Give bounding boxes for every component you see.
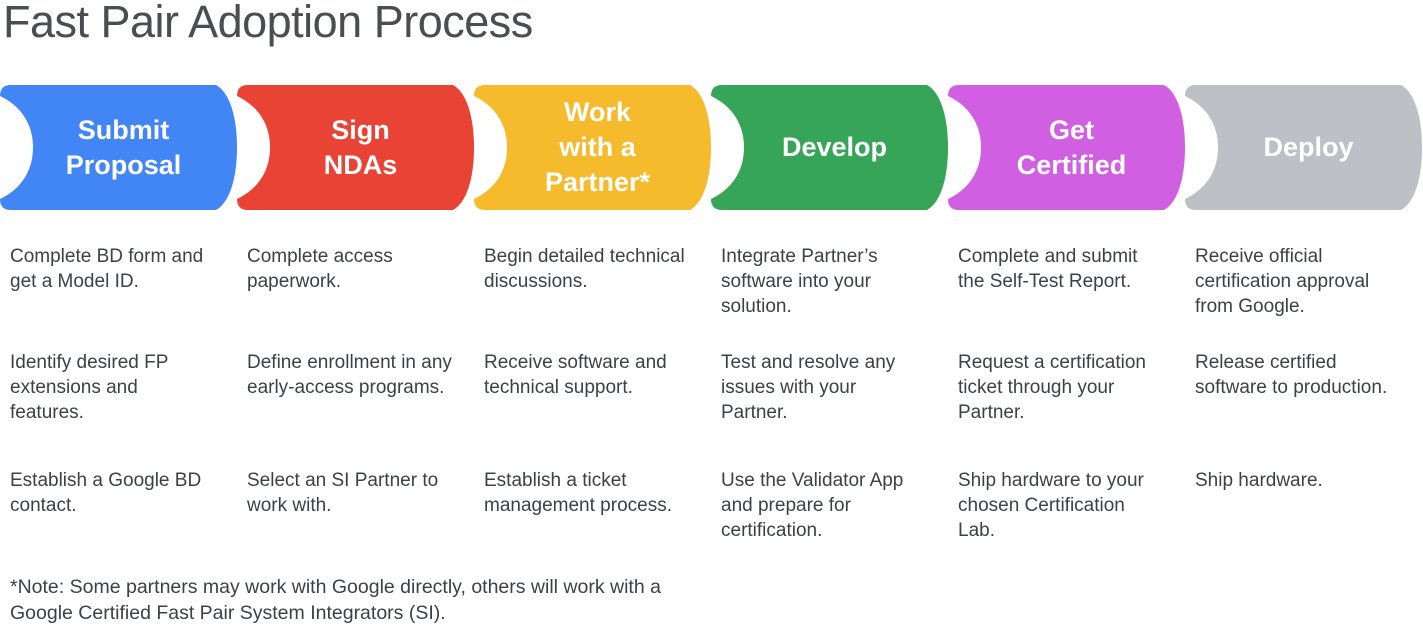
stage-descriptions-develop: Integrate Partner’s software into your s… (711, 244, 948, 543)
stage-item: Release certified software to production… (1195, 352, 1388, 398)
ribbon-fill (474, 85, 711, 210)
stage-item: Complete access paperwork. (247, 246, 393, 292)
stage-banner-develop: Develop (711, 85, 948, 210)
stage-item: Identify desired FP extensions and featu… (10, 352, 169, 423)
stage-item: Complete and submit the Self-Test Report… (958, 246, 1138, 292)
ribbon-shape (948, 85, 1185, 210)
stage-item: Establish a Google BD contact. (10, 470, 202, 516)
ribbon-shape (0, 85, 237, 210)
stage-banner-deploy: Deploy (1185, 85, 1422, 210)
stage-descriptions-submit-proposal: Complete BD form and get a Model ID. Ide… (0, 244, 237, 543)
stage-descriptions-get-certified: Complete and submit the Self-Test Report… (948, 244, 1185, 543)
stage-item: Test and resolve any issues with your Pa… (721, 352, 896, 423)
ribbon-shape (1185, 85, 1422, 210)
stage-label-sign-ndas: Sign NDAs (323, 114, 398, 180)
stage-banner-get-certified: Get Certified (948, 85, 1185, 210)
stage-banner-row: Submit Proposal Sign NDAs Work with a Pa… (0, 85, 1422, 210)
ribbon-fill (1185, 85, 1422, 210)
stage-descriptions-deploy: Receive official certification approval … (1185, 244, 1422, 543)
ribbon-shape (474, 85, 711, 210)
footnote: *Note: Some partners may work with Googl… (10, 576, 661, 624)
ribbon-fill (237, 85, 474, 210)
page-title: Fast Pair Adoption Process (3, 0, 533, 47)
stage-label-develop: Develop (781, 132, 888, 162)
stage-label-work-with-partner: Work with a Partner* (544, 97, 651, 197)
stage-banner-work-with-partner: Work with a Partner* (474, 85, 711, 210)
stage-item: Establish a ticket management process. (484, 470, 672, 516)
stage-label-deploy: Deploy (1263, 132, 1354, 162)
stage-item: Ship hardware to your chosen Certificati… (958, 470, 1144, 541)
stage-banner-sign-ndas: Sign NDAs (237, 85, 474, 210)
stage-descriptions-sign-ndas: Complete access paperwork. Define enroll… (237, 244, 474, 543)
stage-banner-submit-proposal: Submit Proposal (0, 85, 237, 210)
stage-descriptions-work-with-partner: Begin detailed technical discussions. Re… (474, 244, 711, 543)
stage-item: Ship hardware. (1195, 470, 1323, 491)
ribbon-fill (711, 85, 948, 210)
stage-descriptions-row: Complete BD form and get a Model ID. Ide… (0, 244, 1422, 543)
stage-label-get-certified: Get Certified (1016, 114, 1127, 180)
stage-item: Use the Validator App and prepare for ce… (721, 470, 904, 541)
stage-item: Begin detailed technical discussions. (484, 246, 685, 292)
stage-item: Receive official certification approval … (1195, 246, 1370, 317)
stage-item: Complete BD form and get a Model ID. (10, 246, 204, 292)
stage-item: Request a certification ticket through y… (958, 352, 1146, 423)
stage-item: Integrate Partner’s software into your s… (721, 246, 878, 317)
ribbon-shape (711, 85, 948, 210)
stage-item: Define enrollment in any early-access pr… (247, 352, 452, 398)
stage-label-submit-proposal: Submit Proposal (65, 114, 182, 180)
stage-item: Receive software and technical support. (484, 352, 667, 398)
ribbon-fill (0, 85, 237, 210)
stage-item: Select an SI Partner to work with. (247, 470, 439, 516)
ribbon-fill (948, 85, 1185, 210)
ribbon-shape (237, 85, 474, 210)
